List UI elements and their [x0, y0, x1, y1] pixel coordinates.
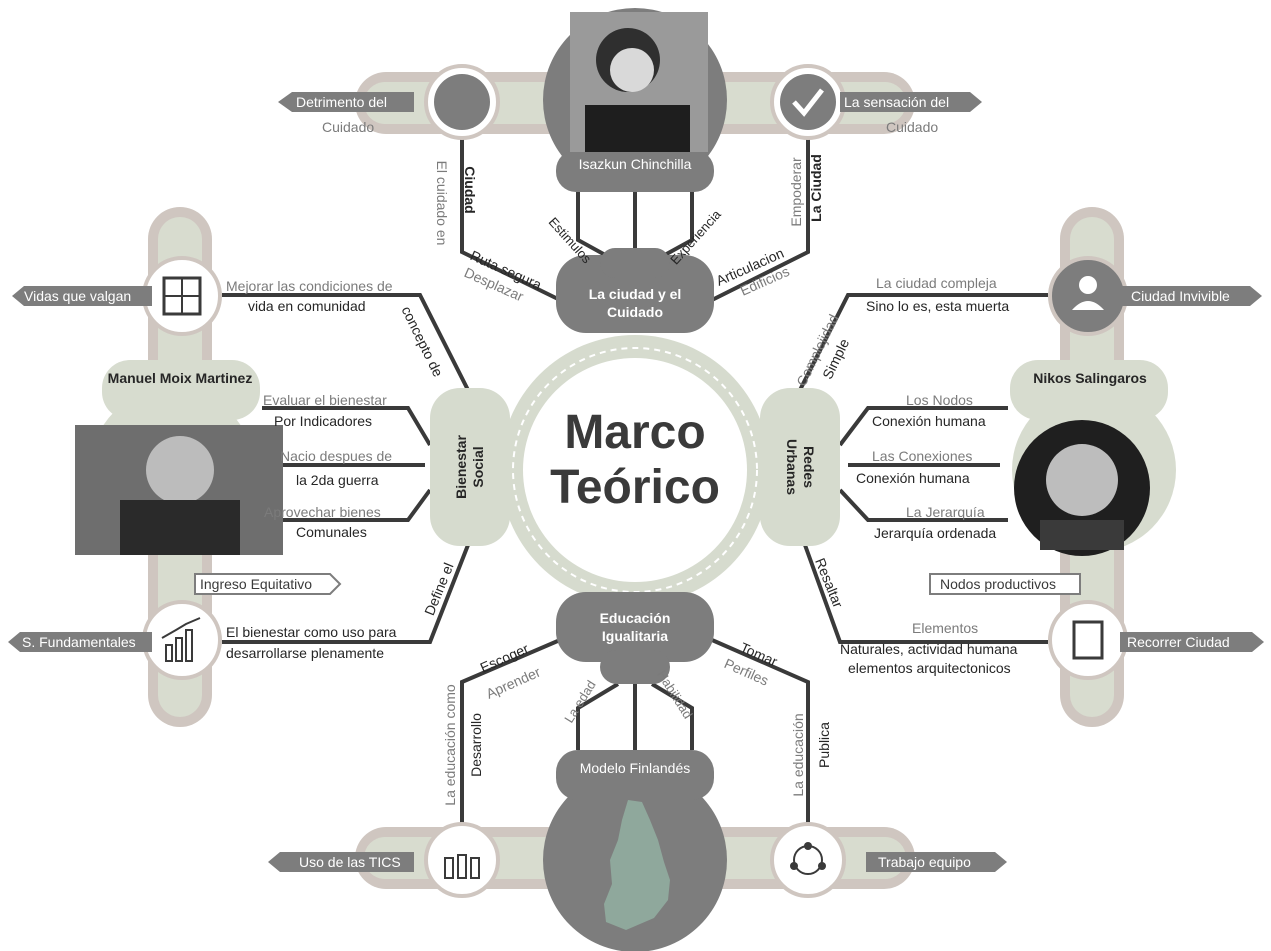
person-left-name: Manuel Moix Martinez	[107, 370, 253, 386]
branch-right-label: Redes Urbanas	[784, 438, 817, 496]
tag-vidas: Vidas que valgan	[24, 288, 132, 304]
top-left-dark: Ciudad	[462, 166, 478, 214]
tag-s-fundamentales: S. Fundamentales	[22, 634, 136, 650]
arrow-tags	[8, 92, 1264, 872]
tag-nodos-productivos: Nodos productivos	[940, 576, 1056, 592]
user-icon	[1048, 256, 1128, 336]
left-evaluar-dark: Por Indicadores	[274, 413, 373, 429]
tag-sensacion-sub: Cuidado	[886, 119, 939, 135]
center-title-line2: Teórico	[550, 461, 720, 515]
notebook-icon	[1048, 600, 1128, 680]
right-compleja-grey: La ciudad compleja	[876, 275, 997, 291]
right-nodos-grey: Los Nodos	[906, 392, 973, 408]
tag-trabajo: Trabajo equipo	[878, 854, 971, 870]
right-nodos-dark: Conexión humana	[872, 413, 986, 429]
right-conexiones-dark: Conexión humana	[856, 470, 970, 486]
left-aprovechar-grey: Aprovechar bienes	[264, 504, 381, 520]
finland-map-shape	[604, 800, 670, 930]
checkmark-icon	[780, 74, 836, 130]
top-branch-node	[556, 255, 714, 333]
right-elementos-grey: Elementos	[912, 620, 979, 636]
bottom-branch-node	[556, 592, 714, 662]
bottom-edu-grey: La educación	[790, 713, 806, 797]
left-aprovechar-dark: Comunales	[296, 524, 367, 540]
center-title: Marco Teórico	[535, 405, 735, 515]
left-mejorar-dark: vida en comunidad	[248, 298, 366, 314]
right-jerarquia-dark: Jerarquía ordenada	[874, 525, 997, 541]
person-bottom-name: Modelo Finlandés	[579, 760, 691, 776]
tag-detrimento-sub: Cuidado	[322, 119, 375, 135]
person-right-name: Nikos Salingaros	[1033, 370, 1147, 386]
right-jerarquia-grey: La Jerarquía	[906, 504, 985, 520]
left-evaluar-grey: Evaluar el bienestar	[263, 392, 387, 408]
tag-sensacion: La sensación del	[844, 94, 950, 110]
right-conexiones-grey: Las Conexiones	[872, 448, 973, 464]
right-elementos-dark2: elementos arquitectonicos	[848, 660, 1011, 676]
top-left-grey: El cuidado en	[434, 160, 450, 246]
tag-recorrer: Recorrer Ciudad	[1127, 634, 1230, 650]
branch-bottom-label: Educación Igualitaria	[599, 610, 671, 644]
left-nacio-grey: Nacio despues de	[280, 448, 393, 464]
bottom-edu-como: La educación como	[442, 684, 458, 806]
tag-ingreso: Ingreso Equitativo	[200, 576, 313, 592]
left-mejorar-grey: Mejorar las condiciones de	[226, 278, 393, 294]
right-branch-node	[760, 388, 840, 546]
person-top-name: Isazkun Chinchilla	[578, 156, 692, 172]
team-network-icon	[770, 822, 846, 898]
right-elementos-dark: Naturales, actividad humana	[840, 641, 1018, 657]
left-nacio-dark: la 2da guerra	[296, 472, 379, 488]
left-branch-node	[430, 388, 510, 546]
left-bienestar-dark2: desarrollarse plenamente	[226, 645, 384, 661]
center-title-line1: Marco	[564, 406, 706, 459]
top-right-dark: La Ciudad	[808, 154, 824, 222]
hands-teamwork-icon	[434, 74, 490, 130]
branch-left-label: Bienestar Social	[453, 435, 486, 499]
raised-hands-icon	[424, 822, 500, 898]
tag-uso-tics: Uso de las TICS	[299, 854, 401, 870]
bottom-publica: Publica	[816, 722, 832, 768]
right-compleja-dark: Sino lo es, esta muerta	[866, 298, 1010, 314]
bottom-desarrollo: Desarrollo	[468, 713, 484, 777]
tag-ciudad-invivible: Ciudad Invivible	[1131, 288, 1230, 304]
top-right-grey: Empoderar	[788, 157, 804, 227]
branch-top-label: La ciudad y el Cuidado	[588, 286, 682, 320]
tag-detrimento: Detrimento del	[296, 94, 388, 110]
left-bienestar-dark: El bienestar como uso para	[226, 624, 397, 640]
